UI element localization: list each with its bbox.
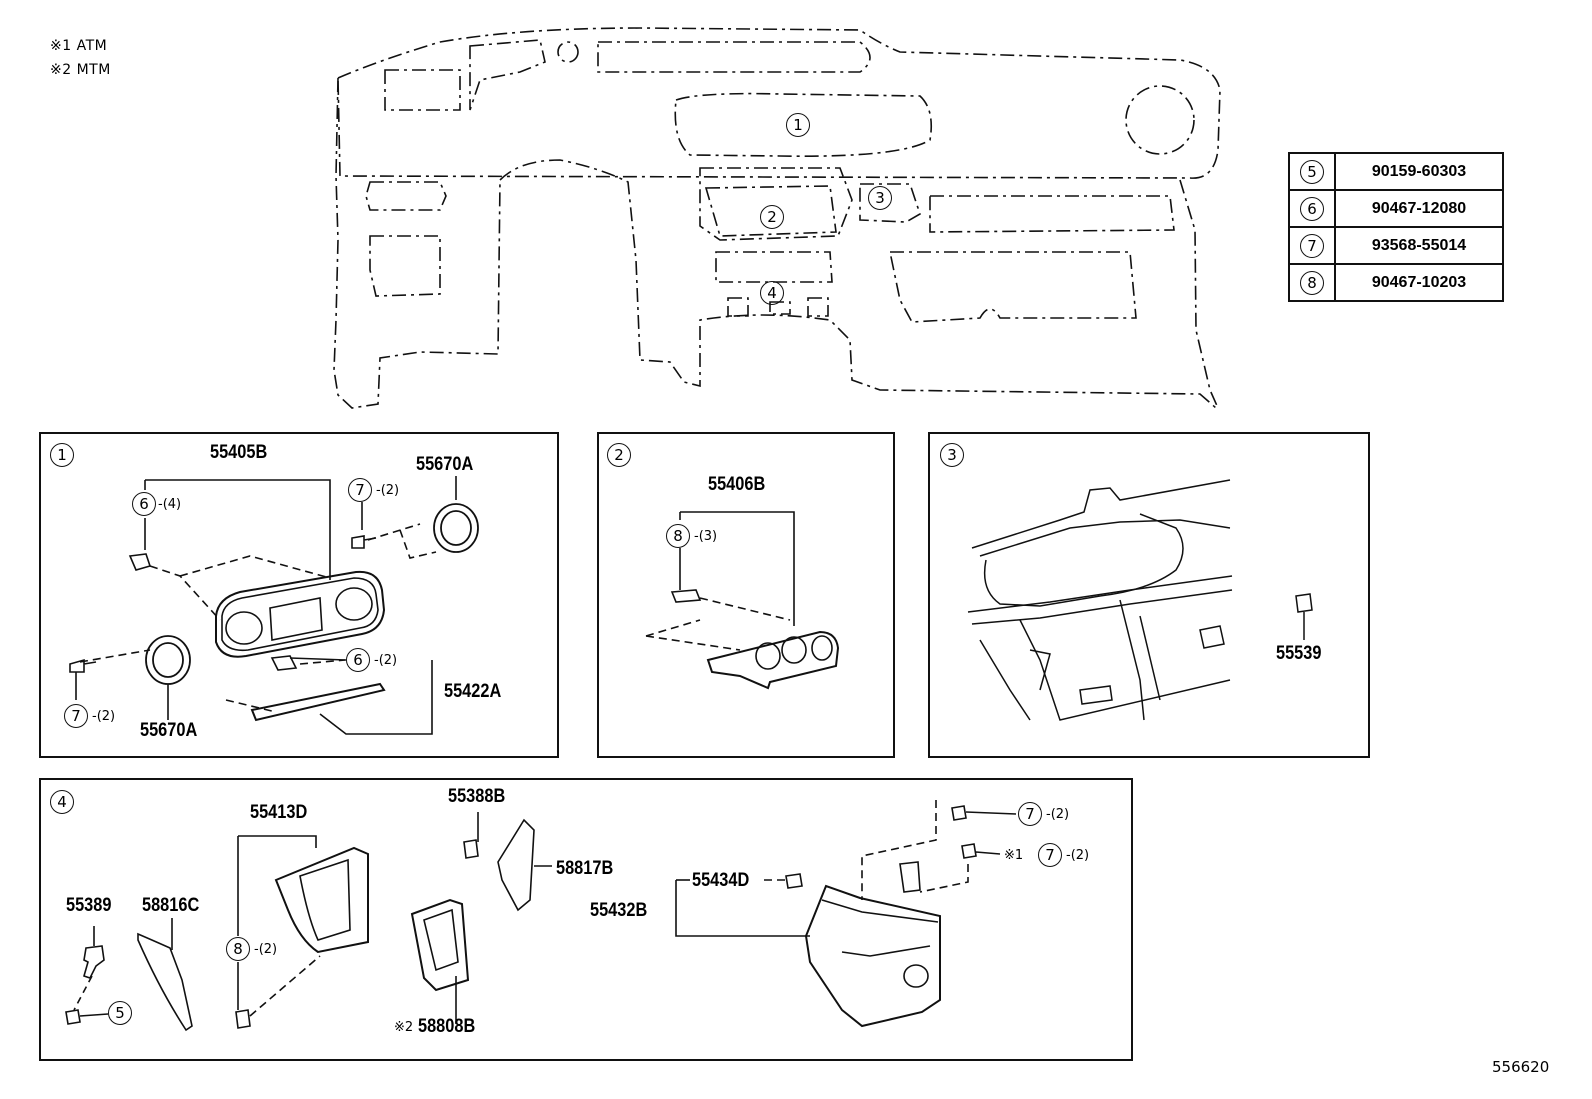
diagram-id: 556620 [1492,1058,1550,1076]
panel1-qty-6-lower: -(2) [374,653,398,668]
panel1-qty-6: -(4) [158,497,182,512]
panel4-qty-7-top: -(2) [1046,807,1070,822]
panel4-callout-7-bottom: 7 [1038,843,1062,867]
panel2-qty-8: -(3) [694,529,718,544]
overview-callout-2: 2 [760,205,784,229]
note-mtm-marker: ※2 [394,1020,414,1035]
panel4-callout-7-top: 7 [1018,802,1042,826]
panel1-artwork [69,476,479,735]
fastener-part-number: 90467-12080 [1334,189,1504,228]
panel3-artwork [967,479,1313,721]
overview-callout-1: 1 [786,113,810,137]
fastener-callout: 8 [1300,270,1324,295]
panel1-callout-6: 6 [132,492,156,516]
panel1-callout-7-top: 7 [348,478,372,502]
panel1-index: 1 [50,443,74,467]
part-55405b[interactable]: 55405B [210,442,268,463]
fastener-table: 5 90159-60303 6 90467-12080 7 93568-5501… [1288,152,1504,302]
part-55422a[interactable]: 55422A [444,681,502,702]
part-58816c[interactable]: 58816C [142,895,200,916]
panel4-callout-5: 5 [108,1001,132,1025]
panel3-index: 3 [940,443,964,467]
fastener-part-number: 93568-55014 [1334,226,1504,265]
part-55434d[interactable]: 55434D [692,870,750,891]
table-row: 5 90159-60303 [1288,152,1504,191]
fastener-part-number: 90467-10203 [1334,263,1504,302]
note-atm: ※1 ATM [50,38,108,54]
fastener-callout: 7 [1300,233,1324,258]
note-mtm: ※2 MTM [50,62,111,78]
panel-1 [39,432,559,758]
overview-callout-3: 3 [868,186,892,210]
part-55388b[interactable]: 55388B [448,786,506,807]
panel4-artwork [65,800,1017,1032]
table-row: 8 90467-10203 [1288,263,1504,302]
part-55670a-bottom[interactable]: 55670A [140,720,198,741]
part-55670a-top[interactable]: 55670A [416,454,474,475]
fastener-part-number: 90159-60303 [1334,152,1504,191]
panel4-callout-8: 8 [226,937,250,961]
panel-4 [39,778,1133,1061]
panel1-qty-7-top: -(2) [376,483,400,498]
part-55413d[interactable]: 55413D [250,802,308,823]
panel1-callout-6-lower: 6 [346,648,370,672]
dashboard-overview [333,27,1221,409]
fastener-callout: 5 [1300,159,1324,184]
panel2-artwork [645,511,840,690]
panel1-callout-7-bottom: 7 [64,704,88,728]
part-58817b[interactable]: 58817B [556,858,614,879]
overview-callout-4: 4 [760,281,784,305]
fastener-callout: 6 [1300,196,1324,221]
panel1-qty-7-bottom: -(2) [92,709,116,724]
part-58808b[interactable]: 58808B [418,1016,476,1037]
part-55389[interactable]: 55389 [66,895,112,916]
panel4-index: 4 [50,790,74,814]
note-atm-marker: ※1 [1004,848,1024,863]
part-55432b[interactable]: 55432B [590,900,648,921]
panel-2 [597,432,895,758]
panel-3 [928,432,1370,758]
panel4-qty-8: -(2) [254,942,278,957]
panel2-index: 2 [607,443,631,467]
table-row: 6 90467-12080 [1288,189,1504,228]
panel2-callout-8: 8 [666,524,690,548]
part-55406b[interactable]: 55406B [708,474,766,495]
table-row: 7 93568-55014 [1288,226,1504,265]
panel4-qty-7-bottom: -(2) [1066,848,1090,863]
part-55539[interactable]: 55539 [1276,643,1322,664]
